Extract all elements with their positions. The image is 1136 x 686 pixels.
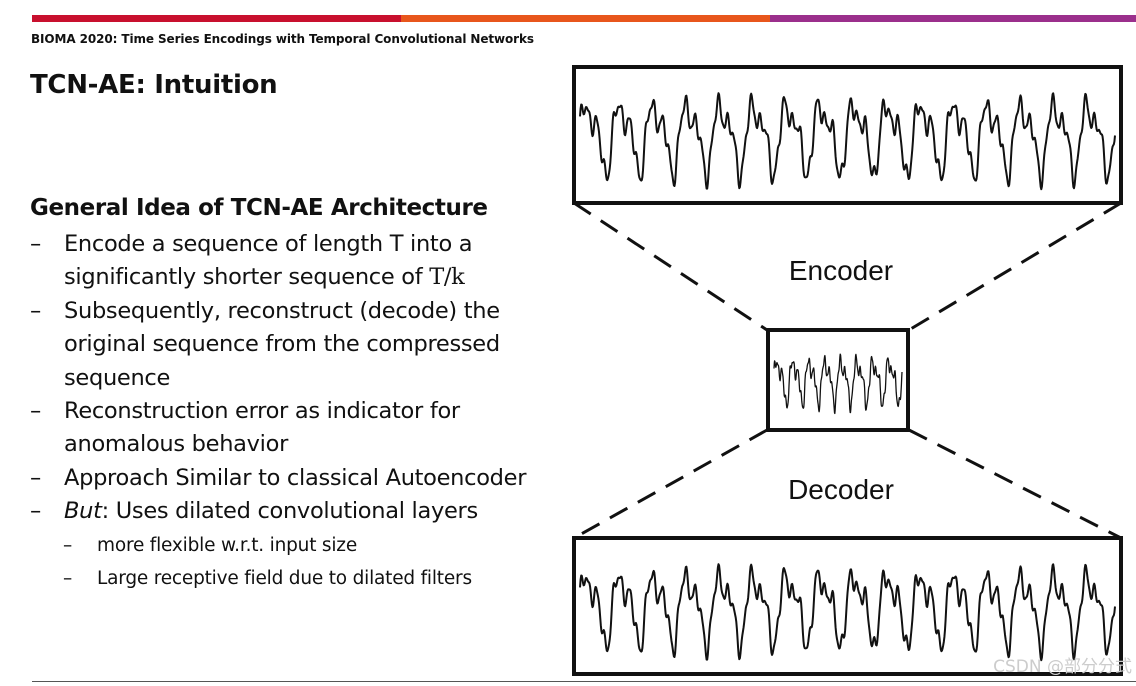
header-bar-purple <box>770 15 1136 22</box>
page-title: TCN-AE: Intuition <box>30 70 278 100</box>
bullet-dash: – <box>30 464 41 491</box>
bullet-item: – Approach Similar to classical Autoenco… <box>30 462 565 495</box>
sub-bullet-text: more flexible w.r.t. input size <box>97 534 357 556</box>
bullet-text: : Uses dilated convolutional layers <box>101 498 479 525</box>
header-color-bar <box>32 15 1136 22</box>
input-waveform <box>579 92 1116 191</box>
bullet-dash: – <box>63 534 73 556</box>
section-heading: General Idea of TCN-AE Architecture <box>30 195 488 221</box>
footer-rule <box>32 681 1136 682</box>
bullet-item: – Encode a sequence of length T into a s… <box>30 228 565 295</box>
header-bar-orange <box>401 15 770 22</box>
bullet-text: Reconstruction error as indicator for an… <box>64 398 460 458</box>
sub-bullet-text: Large receptive field due to dilated fil… <box>97 568 472 590</box>
bullet-dash: – <box>30 297 41 324</box>
bullet-dash: – <box>30 231 41 257</box>
reconstructed-waveform <box>579 563 1116 662</box>
watermark: CSDN @部分分式 <box>993 657 1132 677</box>
bullet-item: – Subsequently, reconstruct (decode) the… <box>30 295 565 395</box>
bullet-item: – Reconstruction error as indicator for … <box>30 395 565 462</box>
funnel-line-upper-right <box>908 201 1122 332</box>
bullet-dash: – <box>63 568 73 590</box>
compressed-waveform <box>773 353 903 415</box>
funnel-line-lower-left <box>573 428 768 540</box>
funnel-line-lower-right <box>908 428 1122 540</box>
bullet-list: – Encode a sequence of length T into a s… <box>30 228 565 595</box>
funnel-line-upper-left <box>573 201 768 332</box>
bullet-dash: – <box>30 398 41 425</box>
bullet-dash: – <box>30 498 41 525</box>
bullet-formula: T/k <box>429 264 465 291</box>
bullet-text: Approach Similar to classical Autoencode… <box>64 464 527 491</box>
sub-bullet-item: – more flexible w.r.t. input size <box>30 529 565 562</box>
slide-header: BIOMA 2020: Time Series Encodings with T… <box>31 32 534 46</box>
bullet-emphasis: But <box>64 498 102 525</box>
encoder-label: Encoder <box>789 255 893 286</box>
sub-bullet-item: – Large receptive field due to dilated f… <box>30 562 565 595</box>
bullet-item: – But: Uses dilated convolutional layers <box>30 495 565 528</box>
decoder-label: Decoder <box>788 474 894 505</box>
bullet-text: Subsequently, reconstruct (decode) the o… <box>64 297 500 391</box>
tcn-ae-diagram: Encoder Decoder <box>572 65 1123 676</box>
bullet-text: Encode a sequence of length T into a sig… <box>64 231 473 291</box>
header-bar-red <box>32 15 401 22</box>
